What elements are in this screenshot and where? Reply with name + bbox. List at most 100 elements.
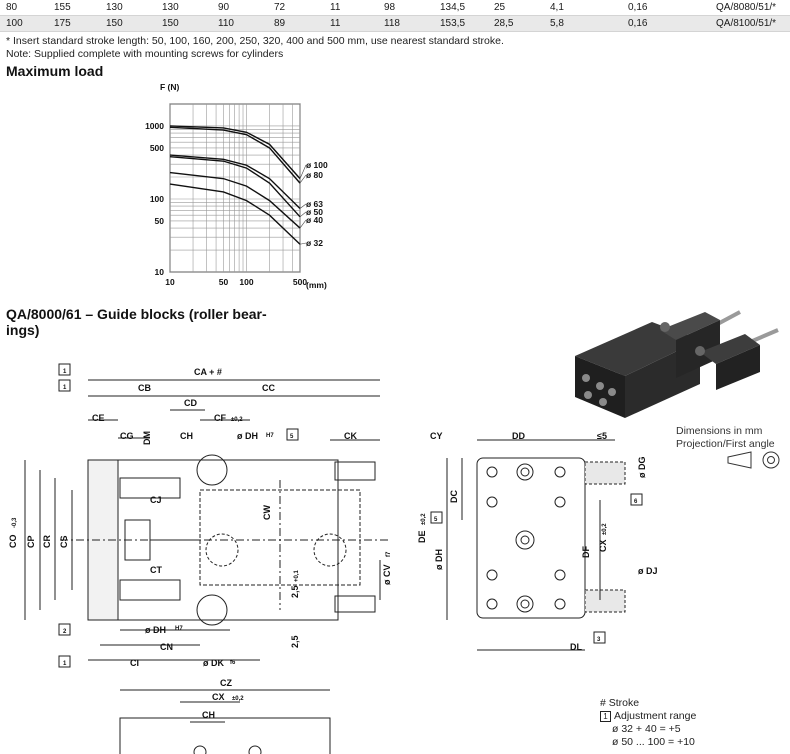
guide-blocks-heading-2: ings) — [6, 322, 40, 338]
table-cell: 90 — [218, 0, 274, 16]
mounting-note: Note: Supplied complete with mounting sc… — [6, 48, 284, 60]
table-cell: QA/8080/51/* — [716, 0, 790, 16]
table-cell: 150 — [162, 15, 218, 32]
dim-de-tol: ±0,2 — [421, 513, 427, 525]
dim-cs: CS — [59, 535, 69, 548]
plot-frame — [169, 103, 301, 273]
dim-cf-tol: ±0,2 — [231, 417, 243, 423]
table-cell: 89 — [274, 15, 330, 32]
dim-dh-tol: H7 — [266, 433, 274, 439]
table-cell: 118 — [384, 15, 440, 32]
dimensions-unit-text: Dimensions in mm — [676, 425, 763, 437]
y-axis-label: F (N) — [160, 82, 180, 92]
dim-cx-bottom-tol: ±0,2 — [232, 696, 244, 702]
series-label: ø 50 — [306, 207, 323, 217]
guide-blocks-heading-1: QA/8000/61 – Guide blocks (roller bear- — [6, 306, 267, 322]
y-tick-label: 1000 — [145, 121, 164, 131]
dim-cd: CD — [184, 398, 197, 408]
dim-cv: ø CV — [382, 564, 392, 585]
series-leader — [299, 164, 307, 179]
legend-line-1: ø 32 + 40 = +5 — [612, 723, 681, 735]
table-cell: 25 — [494, 0, 550, 16]
x-tick-label: 10 — [165, 277, 175, 287]
table-cell: 150 — [106, 15, 162, 32]
chart-curves — [169, 125, 307, 245]
stroke-note: * Insert standard stroke length: 50, 100… — [6, 35, 504, 47]
table-cell: 0,16 — [628, 0, 716, 16]
series-label: ø 32 — [306, 238, 323, 248]
dim-de: DE — [417, 530, 427, 543]
dim-ch-bottom: CH — [202, 710, 215, 720]
series-leader — [299, 219, 307, 229]
x-tick-label: 50 — [219, 277, 229, 287]
table-cell: QA/8100/51/* — [716, 15, 790, 32]
series-line — [169, 125, 301, 180]
projection-text: Projection/First angle — [676, 438, 775, 450]
table-cell: 0,16 — [628, 15, 716, 32]
y-tick-label: 10 — [155, 267, 165, 277]
table-cell: 130 — [162, 0, 218, 16]
bearing-circle — [196, 454, 228, 486]
dim-cf: CF — [214, 413, 226, 423]
box-6-label: 6 — [634, 499, 638, 505]
series-label: ø 40 — [306, 215, 323, 225]
dim-cp: CP — [26, 535, 36, 548]
series-leader — [299, 242, 307, 245]
dim-co: CO — [8, 535, 18, 549]
front-view-body — [87, 459, 339, 621]
dim-ca: CA + # — [194, 367, 222, 377]
legend-hash: # — [600, 697, 606, 709]
dim-cg: CG — [120, 431, 134, 441]
table-cell: 155 — [54, 0, 106, 16]
series-label: ø 100 — [306, 160, 328, 170]
dim-cr: CR — [42, 535, 52, 548]
dim-cb: CB — [138, 383, 151, 393]
table-cell: 5,8 — [550, 15, 628, 32]
box-2-label: 2 — [63, 629, 67, 635]
dim-ci: CI — [130, 658, 139, 668]
series-leader — [299, 211, 307, 218]
dim-dj: ø DJ — [638, 566, 658, 576]
x-tick-label: 100 — [239, 277, 253, 287]
dim-cn: CN — [160, 642, 173, 652]
bearing-circle — [196, 594, 228, 626]
table-cell: 11 — [330, 15, 384, 32]
table-cell: 4,1 — [550, 0, 628, 16]
dim-25-a-tol: +0,1 — [294, 569, 300, 582]
dim-ck: CK — [344, 431, 357, 441]
dim-dl: DL — [570, 642, 582, 652]
dim-ch: CH — [180, 431, 193, 441]
series-line — [169, 155, 301, 218]
legend-adjustment: Adjustment range — [614, 710, 697, 722]
dim-dk: ø DK — [203, 658, 224, 668]
dim-co-tol: -0,3 — [12, 517, 18, 528]
y-tick-label: 50 — [155, 216, 165, 226]
box-1-label: 1 — [63, 661, 67, 667]
max-load-heading: Maximum load — [6, 63, 104, 79]
series-line — [169, 154, 301, 210]
box-5-side-label: 5 — [434, 517, 438, 523]
dim-cx-bottom: CX — [212, 692, 225, 702]
series-line — [169, 171, 301, 229]
guide-block-image — [575, 310, 779, 418]
dim-cy: CY — [430, 431, 443, 441]
x-axis-label: (mm) — [306, 280, 327, 290]
dim-cj: CJ — [150, 495, 162, 505]
dim-ct: CT — [150, 565, 162, 575]
chart-grid — [169, 103, 301, 273]
table-cell: 11 — [330, 0, 384, 16]
dim-dk-tol: f6 — [230, 660, 236, 666]
dim-dg: ø DG — [637, 457, 647, 479]
dim-dh: ø DH — [237, 431, 258, 441]
series-line — [169, 183, 301, 245]
dim-cv-tol: f7 — [386, 551, 392, 557]
series-leader — [299, 203, 307, 209]
dim-le5: ≤5 — [597, 431, 607, 441]
box-5-label: 5 — [290, 434, 294, 440]
dimensions-note: Dimensions in mm Projection/First angle — [676, 425, 775, 451]
table-cell: 28,5 — [494, 15, 550, 32]
